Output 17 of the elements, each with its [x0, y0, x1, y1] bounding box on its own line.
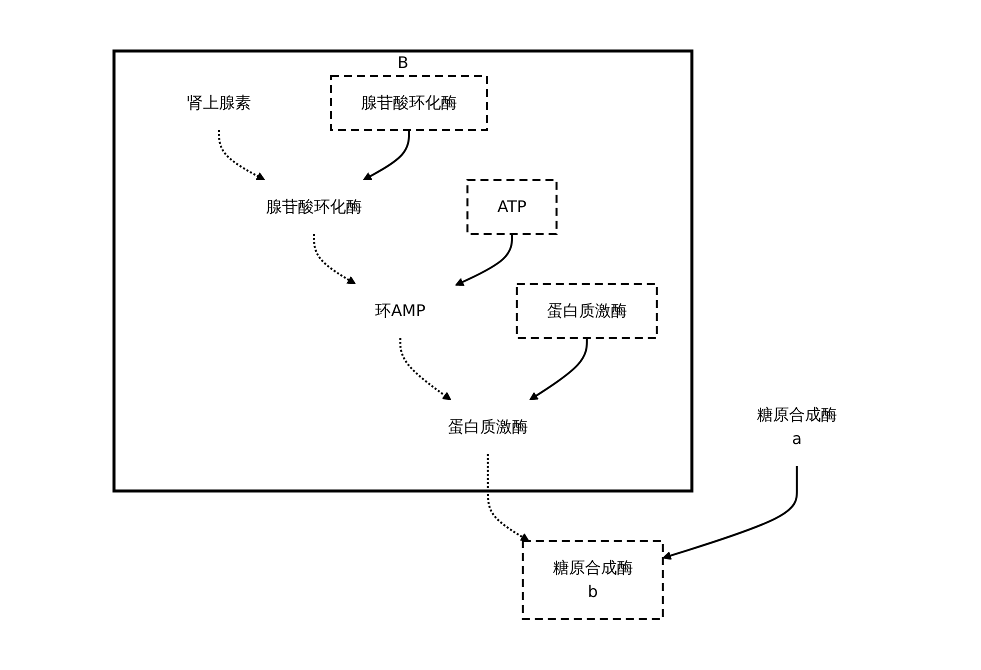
arrow	[486, 454, 530, 542]
node-text: 环AMP	[375, 300, 426, 320]
node-box: 蛋白质激酶	[516, 283, 658, 339]
arrow	[363, 130, 410, 180]
arrow	[218, 130, 266, 180]
arrow	[529, 338, 588, 400]
node-box: 腺苷酸环化酶	[330, 75, 488, 131]
node-box: ATP	[466, 179, 558, 235]
arrow	[455, 234, 514, 286]
node-text: 肾上腺素	[187, 93, 252, 112]
node-text: 蛋白质激酶	[448, 416, 528, 436]
arrow	[399, 338, 452, 400]
node-text: 糖原合成酶 a	[756, 404, 837, 448]
arrow	[313, 234, 356, 284]
node-text: 腺苷酸环化酶	[266, 196, 362, 216]
arrow	[662, 466, 798, 560]
node-box: 糖原合成酶 b	[522, 540, 664, 620]
